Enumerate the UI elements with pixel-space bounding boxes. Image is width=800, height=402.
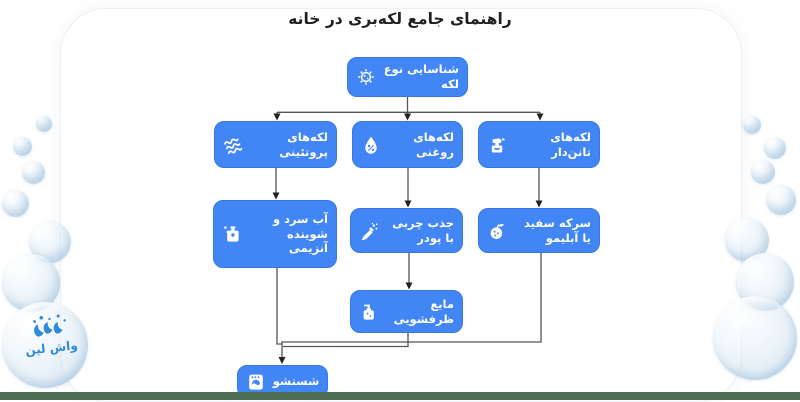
node-tannin-stains: لکه‌های تانن‌دار	[478, 121, 600, 168]
footer-bar	[0, 392, 800, 400]
protein-squiggle-icon	[224, 137, 243, 154]
connector-lines	[275, 97, 542, 357]
node-identify-stain: شناسایی نوع لکه	[347, 57, 468, 97]
node-oily-stains: لکه‌های روغنی	[352, 121, 463, 168]
node-vinegar-lemon: سرکه سفید یا آبلیمو	[478, 208, 600, 253]
node-label: مایع ظرفشویی	[393, 296, 454, 326]
logo-bubble	[2, 302, 88, 388]
node-dish-soap: مایع ظرفشویی	[350, 290, 463, 333]
diagram-title: راهنمای جامع لکه‌بری در خانه	[288, 10, 512, 28]
node-label: لکه‌های روغنی	[413, 129, 454, 159]
bubble	[751, 160, 775, 184]
soap-pump-icon	[363, 304, 374, 320]
bubble	[713, 296, 797, 380]
detergent-jug-icon	[224, 226, 239, 242]
node-label: سرکه سفید یا آبلیمو	[523, 215, 591, 245]
node-absorb-grease-powder: جذب چربی با پودر	[350, 208, 463, 253]
washing-machine-icon	[248, 374, 263, 390]
bubble	[2, 190, 29, 217]
node-cold-water-enzyme: آب سرد و شوینده آنزیمی	[213, 200, 337, 268]
node-label: شستشو	[272, 374, 320, 389]
bubble	[764, 137, 786, 159]
bubble	[36, 116, 52, 132]
node-label: لکه‌های تانن‌دار	[550, 129, 591, 159]
bubble	[22, 161, 45, 184]
connector-arrowheads	[272, 113, 544, 364]
bubble	[766, 185, 796, 215]
node-label: لکه‌های پروتئینی	[279, 129, 328, 159]
powder-brush-icon	[361, 222, 378, 240]
oil-drop-percent-icon	[365, 136, 377, 154]
germ-icon	[358, 69, 374, 85]
brand-watermark: واش لین	[8, 309, 92, 359]
node-protein-stains: لکه‌های پروتئینی	[214, 121, 337, 168]
bubble	[13, 137, 32, 156]
node-label: شناسایی نوع لکه	[383, 62, 459, 91]
node-label: جذب چربی با پودر	[392, 215, 454, 245]
lemon-icon	[490, 223, 504, 239]
water-splash-logo-icon	[33, 314, 66, 337]
coffee-grinder-icon	[491, 137, 505, 152]
node-label: آب سرد و شوینده آنزیمی	[272, 211, 328, 256]
bubble	[743, 116, 761, 134]
